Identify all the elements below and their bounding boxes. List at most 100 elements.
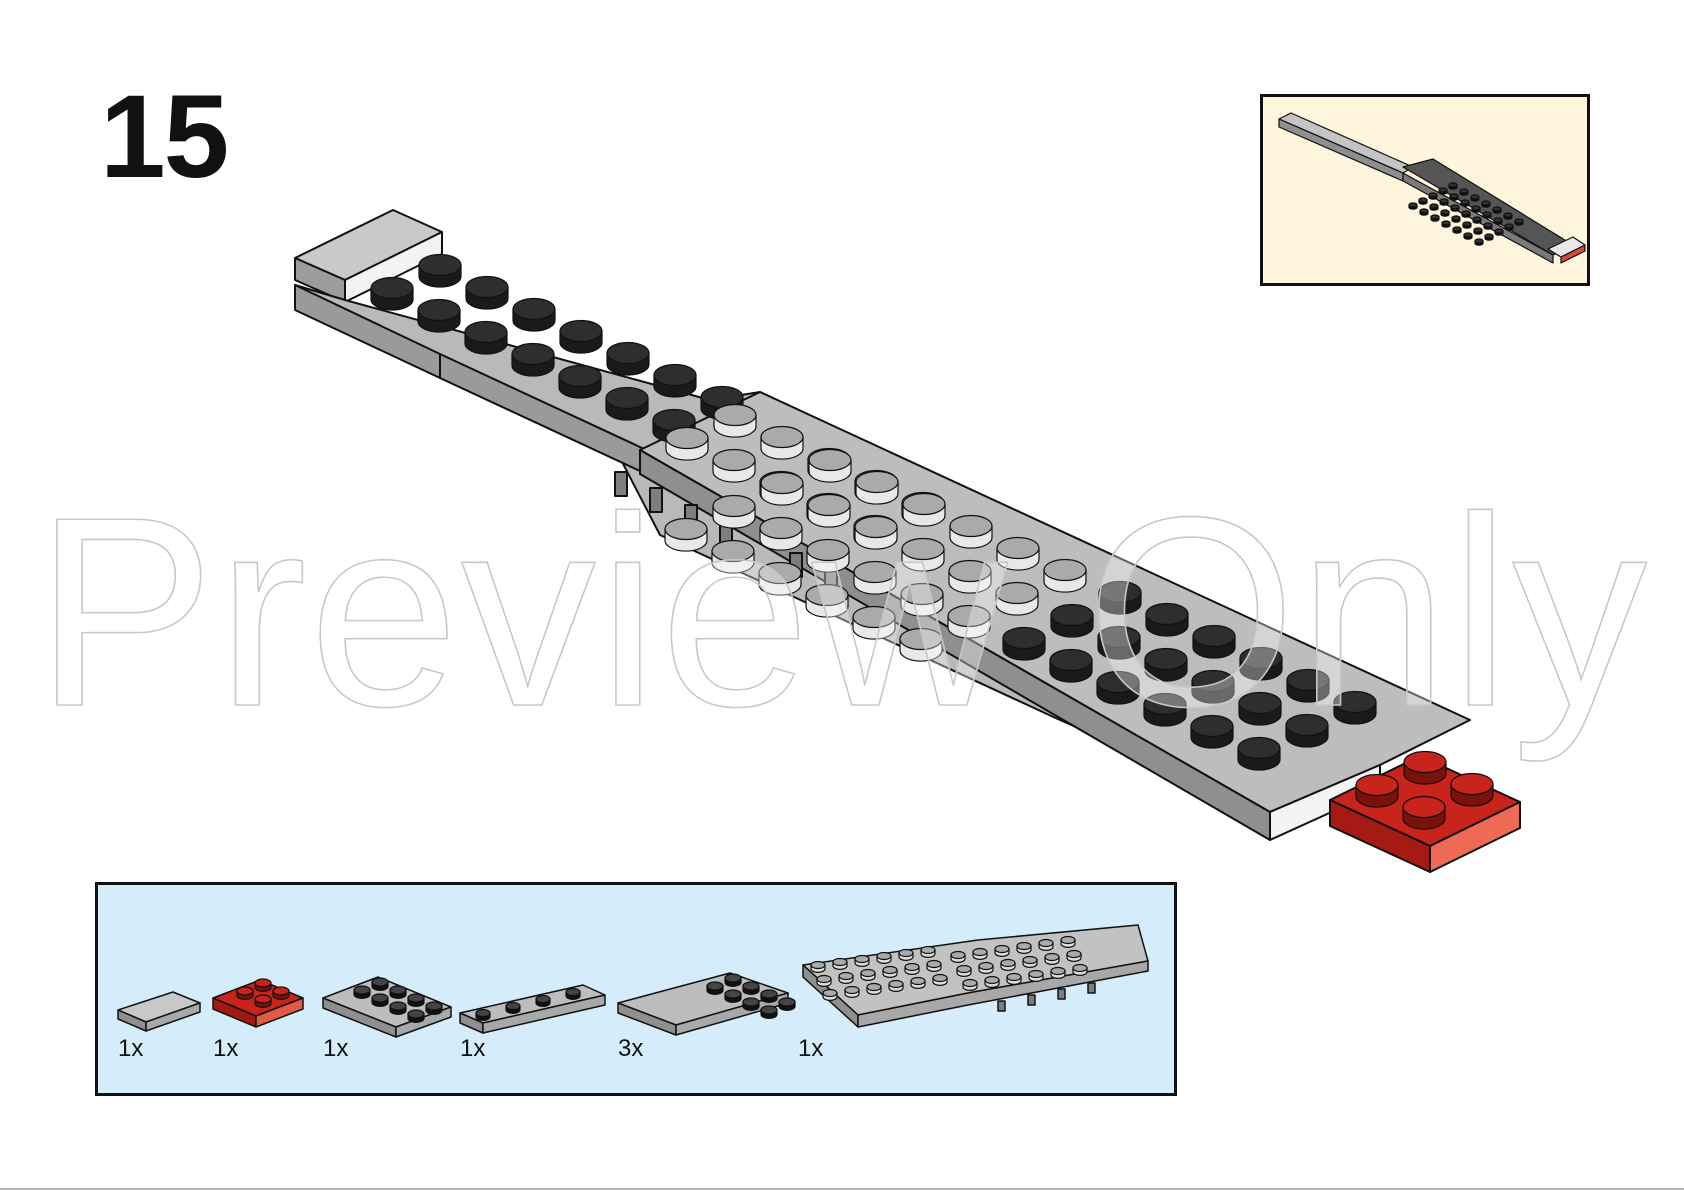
stud [1430,214,1440,222]
stud [1472,216,1482,224]
stud [1066,949,1082,962]
stud [1452,226,1462,234]
stud [1438,187,1448,195]
stud [807,493,851,528]
stud [535,994,551,1007]
stud [559,319,603,354]
stud [760,1005,778,1019]
stud [838,971,854,984]
stud [882,965,898,978]
stud [1403,750,1447,785]
stud [389,985,407,999]
stud [370,276,414,311]
stud [995,581,1039,616]
stud [1192,624,1236,659]
stud [1463,232,1473,240]
stud [1481,200,1491,208]
stud [956,964,972,977]
stud [1492,206,1502,214]
stud [1145,602,1189,637]
part-wedge-plate [802,924,1149,1028]
stud [844,985,860,998]
stud [558,364,602,399]
stud [1462,221,1472,229]
stud [760,989,778,1003]
stud [1006,972,1022,985]
stud [407,993,425,1007]
stud [236,986,254,1000]
stud [712,448,756,483]
stud [1460,199,1470,207]
stud [778,997,796,1011]
part-plate-2x4-3x [617,972,789,1036]
stud [505,1001,521,1014]
stud [512,297,556,332]
stud [898,948,914,961]
stud [1355,773,1399,808]
stud [810,960,826,973]
stud [1060,935,1076,948]
stud [866,982,882,995]
stud [1514,218,1524,226]
stud [1461,210,1471,218]
stud [948,559,992,594]
stud [605,386,649,421]
stud [1191,669,1235,704]
stud [805,583,849,618]
stud [1072,963,1088,976]
parts-illustrations [117,924,1149,1038]
stud [565,987,581,1000]
stud [1002,626,1046,661]
stud [1471,205,1481,213]
stud [1000,958,1016,971]
stud [1419,208,1429,216]
stud [254,994,272,1008]
stud [1504,223,1514,231]
stud [742,997,760,1011]
stud [1429,203,1439,211]
stud [1493,217,1503,225]
stud [713,403,757,438]
stud [1448,182,1458,190]
stud [962,978,978,991]
stud [926,959,942,972]
parts-list: 1x 1x 1x 1x 3x 1x [95,882,1177,1096]
stud [816,974,832,987]
stud [932,973,948,986]
stud [653,363,697,398]
stud [465,275,509,310]
stud [724,989,742,1003]
stud [920,945,936,958]
stud [407,1009,425,1023]
stud [1451,215,1461,223]
main-studs [370,253,1494,830]
stud [876,951,892,964]
part-qty-5: 3x [618,1035,644,1062]
stud [1237,736,1281,771]
stud [1459,188,1469,196]
preview-callout [1260,94,1590,286]
stud [904,962,920,975]
stud [665,426,709,461]
stud [853,560,897,595]
stud [852,605,896,640]
stud [1044,952,1060,965]
stud [855,470,899,505]
stud [758,561,802,596]
step-number: 15 [100,71,229,203]
stud [1484,233,1494,241]
stud [706,981,724,995]
stud [1402,795,1446,830]
stud [1016,941,1032,954]
stud [1022,955,1038,968]
stud [888,979,904,992]
stud [606,341,650,376]
stud [901,537,945,572]
stud [1098,580,1142,615]
stud [1144,647,1188,682]
stud [1050,603,1094,638]
stud [712,494,756,529]
stud [947,604,991,639]
